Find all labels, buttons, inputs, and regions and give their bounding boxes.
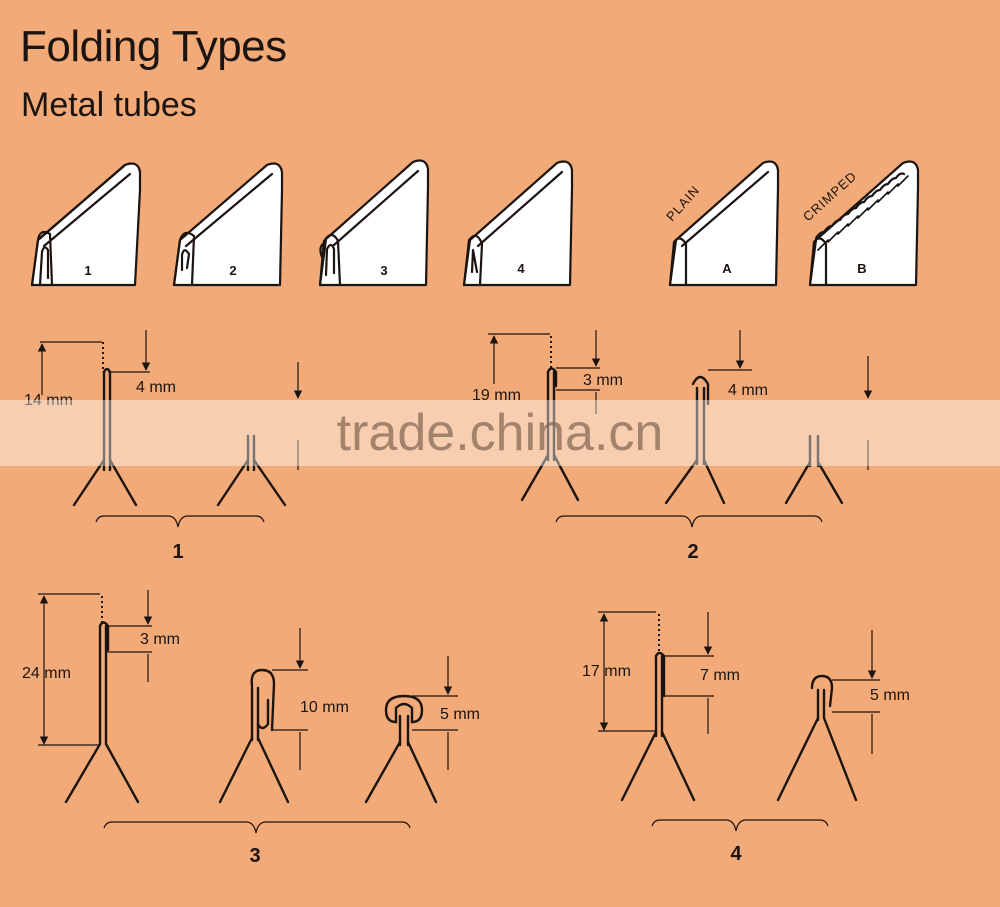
group-4-profiles <box>620 651 858 802</box>
group-1-fold-label: 4 mm <box>136 379 176 396</box>
tube-number-3: 3 <box>380 263 387 278</box>
tube-letter-a: A <box>722 261 732 276</box>
group-4-brace <box>651 819 829 832</box>
tube-illustration-1 <box>30 162 142 287</box>
group-2-brace <box>555 515 823 528</box>
group-4-dimensions <box>598 611 880 754</box>
group-3-profiles <box>64 621 438 804</box>
group-1-label: 1 <box>172 541 183 563</box>
watermark-banner: trade.china.cn <box>0 400 1000 466</box>
group-4-fold-a-label: 7 mm <box>700 667 740 684</box>
page-title: Folding Types <box>20 22 287 71</box>
group-3-brace <box>103 821 411 834</box>
group-2-label: 2 <box>687 541 698 563</box>
tube-illustration-2 <box>172 162 284 287</box>
group-2-fold-a-label: 3 mm <box>583 372 623 389</box>
group-1-brace <box>95 515 265 528</box>
group-3-dimensions <box>38 590 458 770</box>
group-3-fold-c-label: 5 mm <box>440 706 480 723</box>
group-3-label: 3 <box>249 845 260 867</box>
page-subtitle: Metal tubes <box>21 86 197 124</box>
group-4-label: 4 <box>730 843 742 865</box>
group-2-height-label: 19 mm <box>472 387 521 404</box>
group-1-profiles <box>72 367 287 507</box>
tube-letter-b: B <box>857 261 866 276</box>
group-4-fold-b-label: 5 mm <box>870 687 910 704</box>
tube-illustration-3 <box>318 159 430 287</box>
tube-number-4: 4 <box>517 261 525 276</box>
group-2-dimensions <box>488 330 873 470</box>
group-2-profiles <box>520 367 844 505</box>
group-3-height-label: 24 mm <box>22 665 71 682</box>
group-4-height-label: 17 mm <box>582 663 631 680</box>
tube-illustration-a-plain <box>668 160 780 287</box>
tube-illustration-b-crimped <box>808 160 920 287</box>
group-1-dimensions <box>37 330 303 470</box>
tube-number-2: 2 <box>229 263 236 278</box>
group-1-height-label: 14 mm <box>24 392 73 409</box>
tube-number-1: 1 <box>84 263 91 278</box>
tube-illustration-4 <box>462 160 574 287</box>
group-3-fold-a-label: 3 mm <box>140 631 180 648</box>
tube-word-plain: PLAIN <box>663 182 703 224</box>
group-3-fold-b-label: 10 mm <box>300 699 349 716</box>
group-2-fold-b-label: 4 mm <box>728 382 768 399</box>
